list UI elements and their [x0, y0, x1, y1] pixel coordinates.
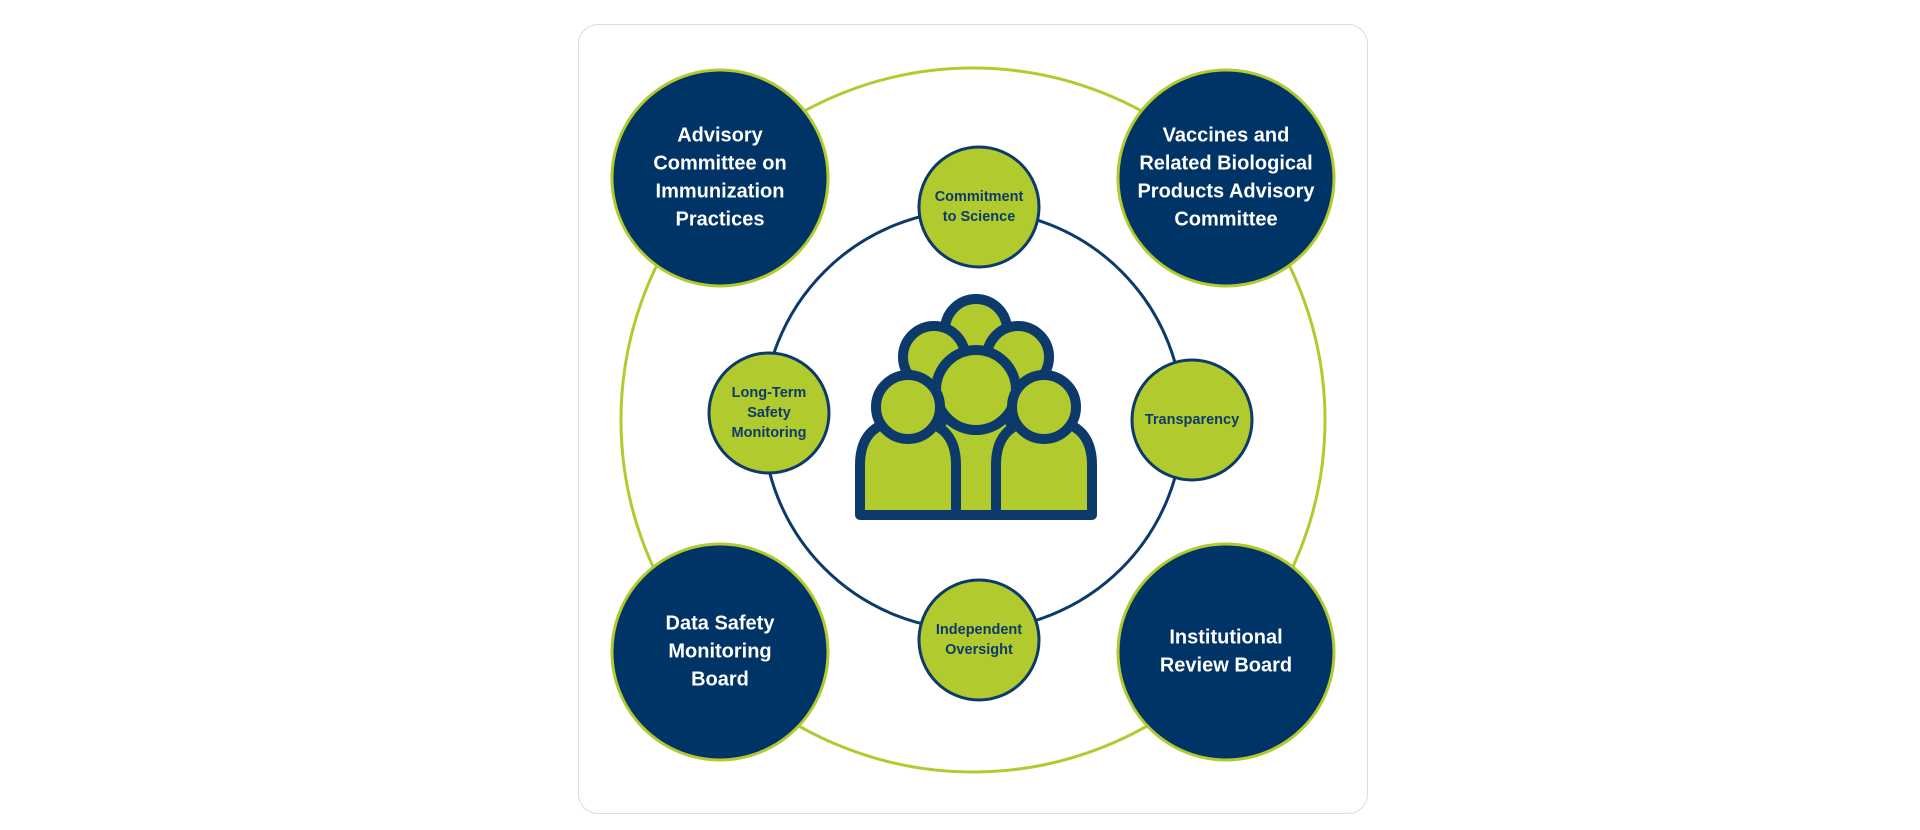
vrbpac-node-label-line: Committee: [1174, 208, 1277, 230]
irb-node-label-line: Institutional: [1169, 626, 1282, 648]
irb-node-label-line: Review Board: [1160, 654, 1292, 676]
transparency-node-circle: [1130, 358, 1254, 482]
outer-ring: [619, 66, 1327, 774]
acip-node-label-line: Advisory: [677, 124, 763, 146]
commitment-to-science-node-label-line: Commitment: [935, 189, 1024, 205]
independent-oversight-node-label-line: Oversight: [945, 642, 1013, 658]
dsmb-node-label-line: Data Safety: [666, 612, 776, 634]
acip-node-label-line: Committee on: [653, 152, 786, 174]
long-term-safety-monitoring-node-label-line: Long-Term: [732, 385, 807, 401]
group-of-people-icon: [855, 294, 1097, 520]
vrbpac-node-circle: [1116, 68, 1336, 288]
acip-node-label-line: Immunization: [656, 180, 785, 202]
commitment-to-science-node-label-line: to Science: [943, 209, 1016, 225]
vrbpac-node-label-line: Products Advisory: [1137, 180, 1315, 202]
transparency-node: Transparency: [1130, 358, 1254, 482]
commitment-to-science-node-circle: [917, 145, 1041, 269]
independent-oversight-node-label-line: Independent: [936, 622, 1022, 638]
commitment-to-science-node: Commitment to Science: [917, 145, 1041, 269]
acip-node-circle: [610, 68, 830, 288]
long-term-safety-monitoring-node-label-line: Safety: [747, 405, 791, 421]
transparency-node-label-line: Transparency: [1145, 412, 1239, 428]
long-term-safety-monitoring-node-label-line: Monitoring: [732, 425, 807, 441]
acip-node-label-line: Practices: [676, 208, 765, 230]
irb-node-circle: [1116, 542, 1336, 762]
vrbpac-node-label-line: Related Biological: [1139, 152, 1312, 174]
dsmb-node-label-line: Monitoring: [668, 640, 771, 662]
dsmb-node-label-line: Board: [691, 668, 749, 690]
vrbpac-node-label-line: Vaccines and: [1163, 124, 1290, 146]
long-term-safety-monitoring-node-circle: [707, 351, 831, 475]
dsmb-node-circle: [610, 542, 830, 762]
independent-oversight-node-circle: [917, 578, 1041, 702]
